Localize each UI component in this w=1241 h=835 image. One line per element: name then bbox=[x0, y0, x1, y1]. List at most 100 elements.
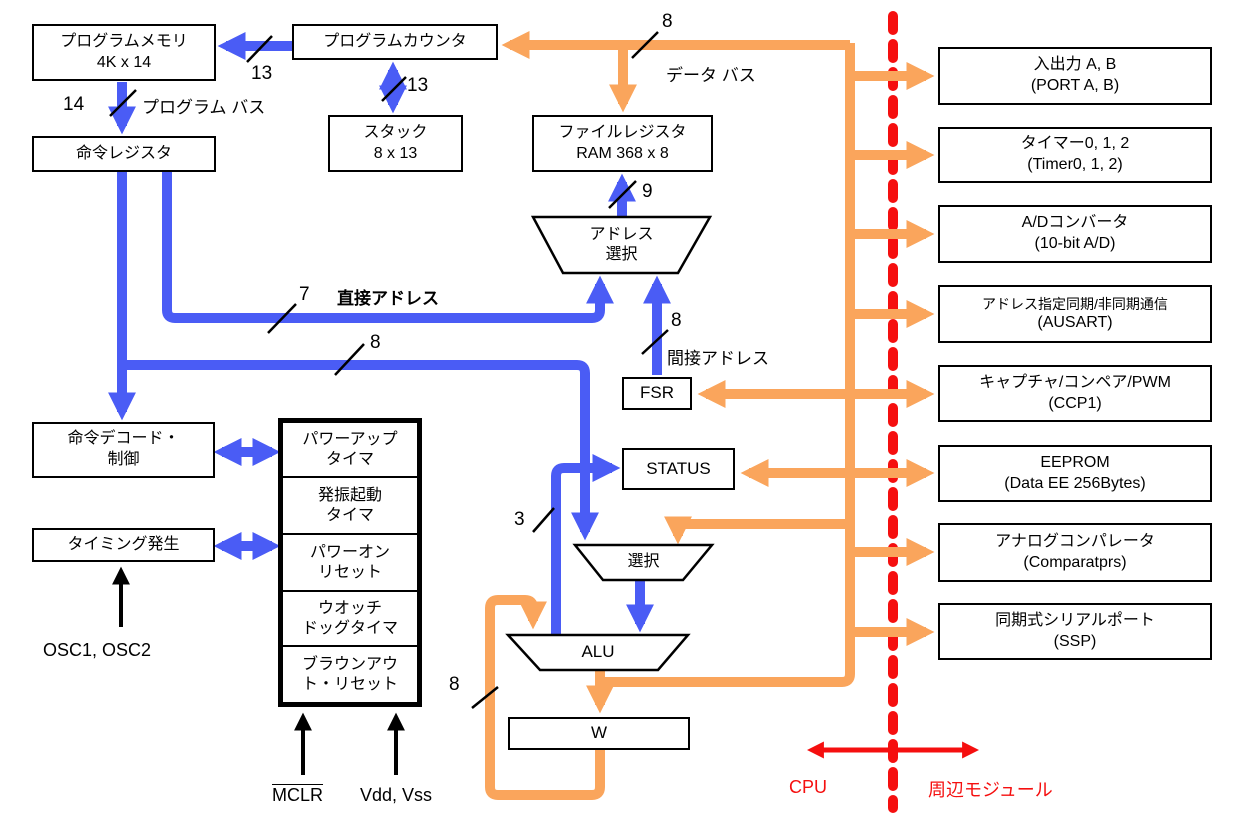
peripheral-ccp: キャプチャ/コンペア/PWM (CCP1) bbox=[938, 365, 1212, 422]
mux-select-block: 選択 bbox=[575, 547, 712, 577]
mclr-pin-label: MCLR bbox=[272, 785, 324, 805]
ausart-line2: (AUSART) bbox=[1037, 313, 1113, 331]
width-ir-branch: 8 bbox=[370, 332, 381, 353]
adc-line2: (10-bit A/D) bbox=[1034, 235, 1116, 252]
orange-data-bus bbox=[485, 31, 935, 800]
file-register-label: ファイルレジスタ bbox=[558, 123, 687, 141]
program-memory-block: プログラムメモリ 4K x 14 bbox=[32, 24, 216, 81]
ssp-line2: (SSP) bbox=[1053, 632, 1097, 650]
peripheral-ssp: 同期式シリアルポート (SSP) bbox=[938, 603, 1212, 660]
mux-select-label: 選択 bbox=[627, 552, 660, 570]
peripheral-region-label: 周辺モジュール bbox=[928, 780, 1053, 800]
bus-3bit-to-alu bbox=[551, 463, 585, 635]
osc-start-timer-line1: 発振起動 bbox=[317, 486, 382, 504]
ssp-line1: 同期式シリアルポート bbox=[995, 611, 1155, 629]
file-register-block: ファイルレジスタ RAM 368 x 8 bbox=[532, 115, 713, 172]
indirect-address-label: 間接アドレス bbox=[667, 349, 769, 368]
fsr-block: FSR bbox=[622, 377, 692, 410]
blue-buses bbox=[108, 32, 671, 635]
adc-line1: A/Dコンバータ bbox=[1021, 214, 1129, 232]
program-memory-size: 4K x 14 bbox=[96, 53, 152, 71]
eeprom-line1: EEPROM bbox=[1040, 453, 1110, 471]
width-memory-to-ir: 14 bbox=[63, 94, 85, 115]
peripheral-eeprom: EEPROM (Data EE 256Bytes) bbox=[938, 445, 1212, 502]
instruction-decode-block: 命令デコード・ 制御 bbox=[32, 422, 215, 478]
support-cell-powerup-timer: パワーアップ タイマ bbox=[283, 423, 417, 478]
peripheral-ausart: アドレス指定同期/非同期通信 (AUSART) bbox=[938, 285, 1212, 343]
powerup-timer-line1: パワーアップ bbox=[302, 430, 398, 448]
instruction-register-label: 命令レジスタ bbox=[75, 144, 172, 162]
osc-pins-label: OSC1, OSC2 bbox=[43, 640, 152, 660]
width-w-to-alu: 8 bbox=[449, 674, 460, 695]
address-select-label1: アドレス bbox=[589, 226, 654, 243]
w-register-label: W bbox=[590, 723, 608, 743]
alu-block: ALU bbox=[508, 637, 688, 667]
timing-generation-block: タイミング発生 bbox=[32, 528, 215, 562]
ccp-line1: キャプチャ/コンペア/PWM bbox=[979, 373, 1171, 391]
powerup-timer-line2: タイマ bbox=[325, 450, 374, 468]
support-cell-watchdog-timer: ウオッチ ドッグタイマ bbox=[283, 592, 417, 647]
instruction-register-block: 命令レジスタ bbox=[32, 136, 216, 172]
stack-size: 8 x 13 bbox=[373, 144, 418, 162]
port-ab-line2: (PORT A, B) bbox=[1030, 77, 1120, 94]
brownout-reset-line2: ト・リセット bbox=[301, 675, 398, 693]
width-pc-to-stack: 13 bbox=[407, 75, 429, 96]
program-bus-label: プログラム バス bbox=[142, 98, 266, 117]
instruction-decode-label2: 制御 bbox=[107, 451, 140, 468]
power-on-reset-line1: パワーオン bbox=[309, 543, 390, 561]
program-counter-block: プログラムカウンタ bbox=[292, 24, 498, 60]
file-register-size: RAM 368 x 8 bbox=[576, 144, 669, 162]
address-select-block: アドレス 選択 bbox=[533, 219, 710, 271]
bus-width-ticks bbox=[109, 31, 669, 709]
alu-label: ALU bbox=[581, 641, 615, 661]
watchdog-timer-line2: ドッグタイマ bbox=[301, 619, 398, 637]
support-cell-power-on-reset: パワーオン リセット bbox=[283, 535, 417, 592]
address-select-label2: 選択 bbox=[605, 246, 638, 263]
peripheral-comparator: アナログコンパレータ (Comparatprs) bbox=[938, 523, 1212, 582]
timers-line2: (Timer0, 1, 2) bbox=[1027, 156, 1123, 173]
w-register-block: W bbox=[508, 717, 690, 750]
peripheral-port-ab: 入出力 A, B (PORT A, B) bbox=[938, 47, 1212, 105]
comparator-line2: (Comparatprs) bbox=[1023, 553, 1127, 571]
eeprom-line2: (Data EE 256Bytes) bbox=[1004, 474, 1146, 492]
fsr-label: FSR bbox=[640, 383, 674, 403]
status-label: STATUS bbox=[646, 458, 711, 478]
width-direct-address: 7 bbox=[299, 284, 310, 305]
address-select-shape bbox=[530, 215, 713, 275]
comparator-line1: アナログコンパレータ bbox=[995, 532, 1155, 550]
branch-to-mux bbox=[664, 516, 850, 545]
program-memory-label: プログラムメモリ bbox=[60, 32, 188, 50]
direct-address-label: 直接アドレス bbox=[337, 289, 439, 308]
cpu-peripheral-divider bbox=[806, 11, 980, 813]
status-block: STATUS bbox=[622, 448, 735, 490]
width-status-to-alu: 3 bbox=[514, 509, 525, 530]
ccp-line2: (CCP1) bbox=[1048, 394, 1102, 412]
brownout-reset-line1: ブラウンアウ bbox=[301, 655, 398, 673]
power-on-reset-line2: リセット bbox=[317, 563, 382, 581]
ausart-line1: アドレス指定同期/非同期通信 bbox=[982, 295, 1168, 312]
bus-direct-address bbox=[162, 172, 614, 323]
alu-shape bbox=[505, 633, 691, 672]
port-ab-line1: 入出力 A, B bbox=[1033, 56, 1117, 74]
stack-block: スタック 8 x 13 bbox=[328, 115, 463, 172]
width-ram-address: 9 bbox=[642, 181, 653, 202]
data-bus-spine bbox=[604, 43, 855, 687]
width-data-bus: 8 bbox=[662, 11, 673, 32]
width-pc-to-memory: 13 bbox=[251, 63, 273, 84]
timers-line1: タイマー0, 1, 2 bbox=[1020, 135, 1130, 153]
peripheral-adc: A/Dコンバータ (10-bit A/D) bbox=[938, 205, 1212, 263]
peripheral-timers: タイマー0, 1, 2 (Timer0, 1, 2) bbox=[938, 127, 1212, 183]
power-pins-label: Vdd, Vss bbox=[360, 785, 433, 805]
pin-arrows bbox=[112, 566, 405, 775]
program-counter-label: プログラムカウンタ bbox=[323, 32, 467, 50]
osc-start-timer-line2: タイマ bbox=[325, 506, 374, 524]
w-feedback-loop bbox=[485, 595, 605, 800]
cpu-region-label: CPU bbox=[789, 777, 828, 797]
width-indirect-address: 8 bbox=[671, 310, 682, 331]
watchdog-timer-line1: ウオッチ bbox=[317, 599, 382, 617]
timing-generation-label: タイミング発生 bbox=[67, 535, 180, 553]
support-block-stack: パワーアップ タイマ 発振起動 タイマ パワーオン リセット ウオッチ ドッグタ… bbox=[278, 418, 422, 707]
data-bus-label: データ バス bbox=[666, 66, 756, 85]
